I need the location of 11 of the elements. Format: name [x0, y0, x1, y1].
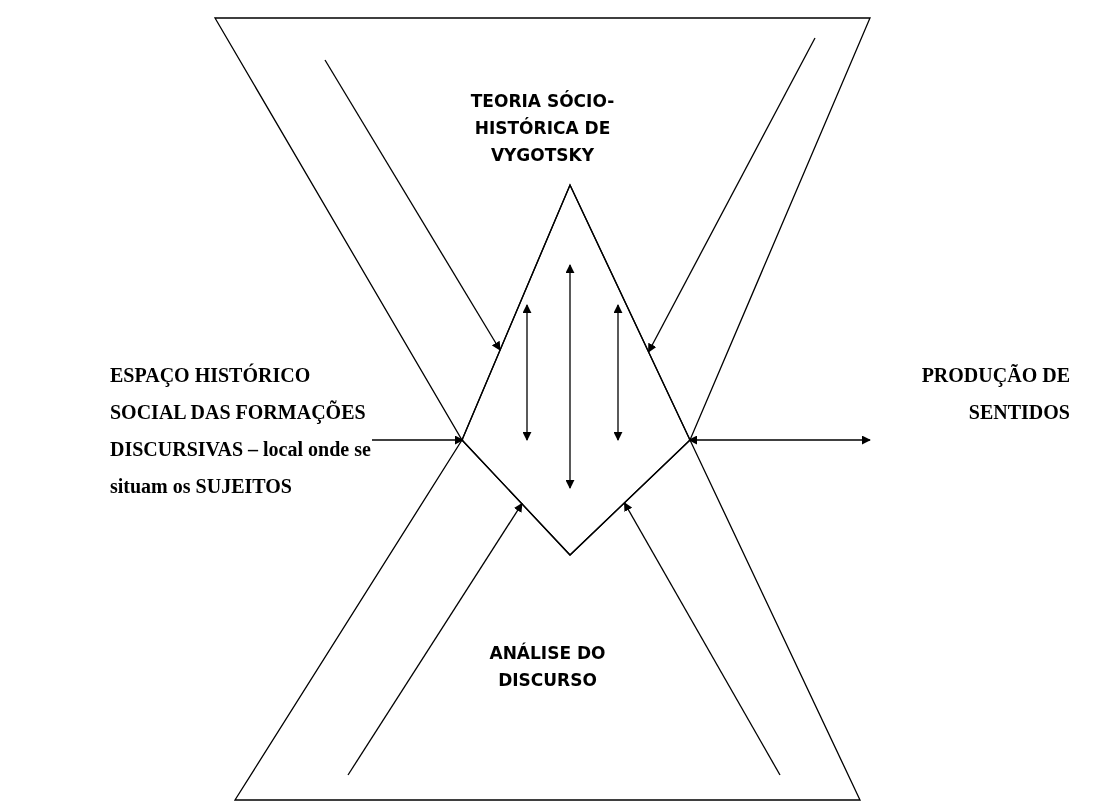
arrow	[688, 435, 871, 445]
node-title: ANÁLISE DO DISCURSO	[488, 641, 607, 692]
arrow	[371, 435, 464, 445]
arrow	[324, 59, 501, 351]
side-label: ESPAÇO HISTÓRICO SOCIAL DAS FORMAÇÕES DISCURSIVAS – local onde se situam os SUJEITOS	[110, 362, 372, 499]
diamond-shape	[462, 185, 690, 555]
node-title: TEORIA SÓCIO-HISTÓRICA DE VYGOTSKY	[469, 89, 616, 167]
side-label: PRODUÇÃO DE SENTIDOS	[920, 363, 1070, 425]
arrow	[623, 502, 781, 776]
arrow	[647, 37, 816, 353]
arrow	[347, 502, 523, 776]
